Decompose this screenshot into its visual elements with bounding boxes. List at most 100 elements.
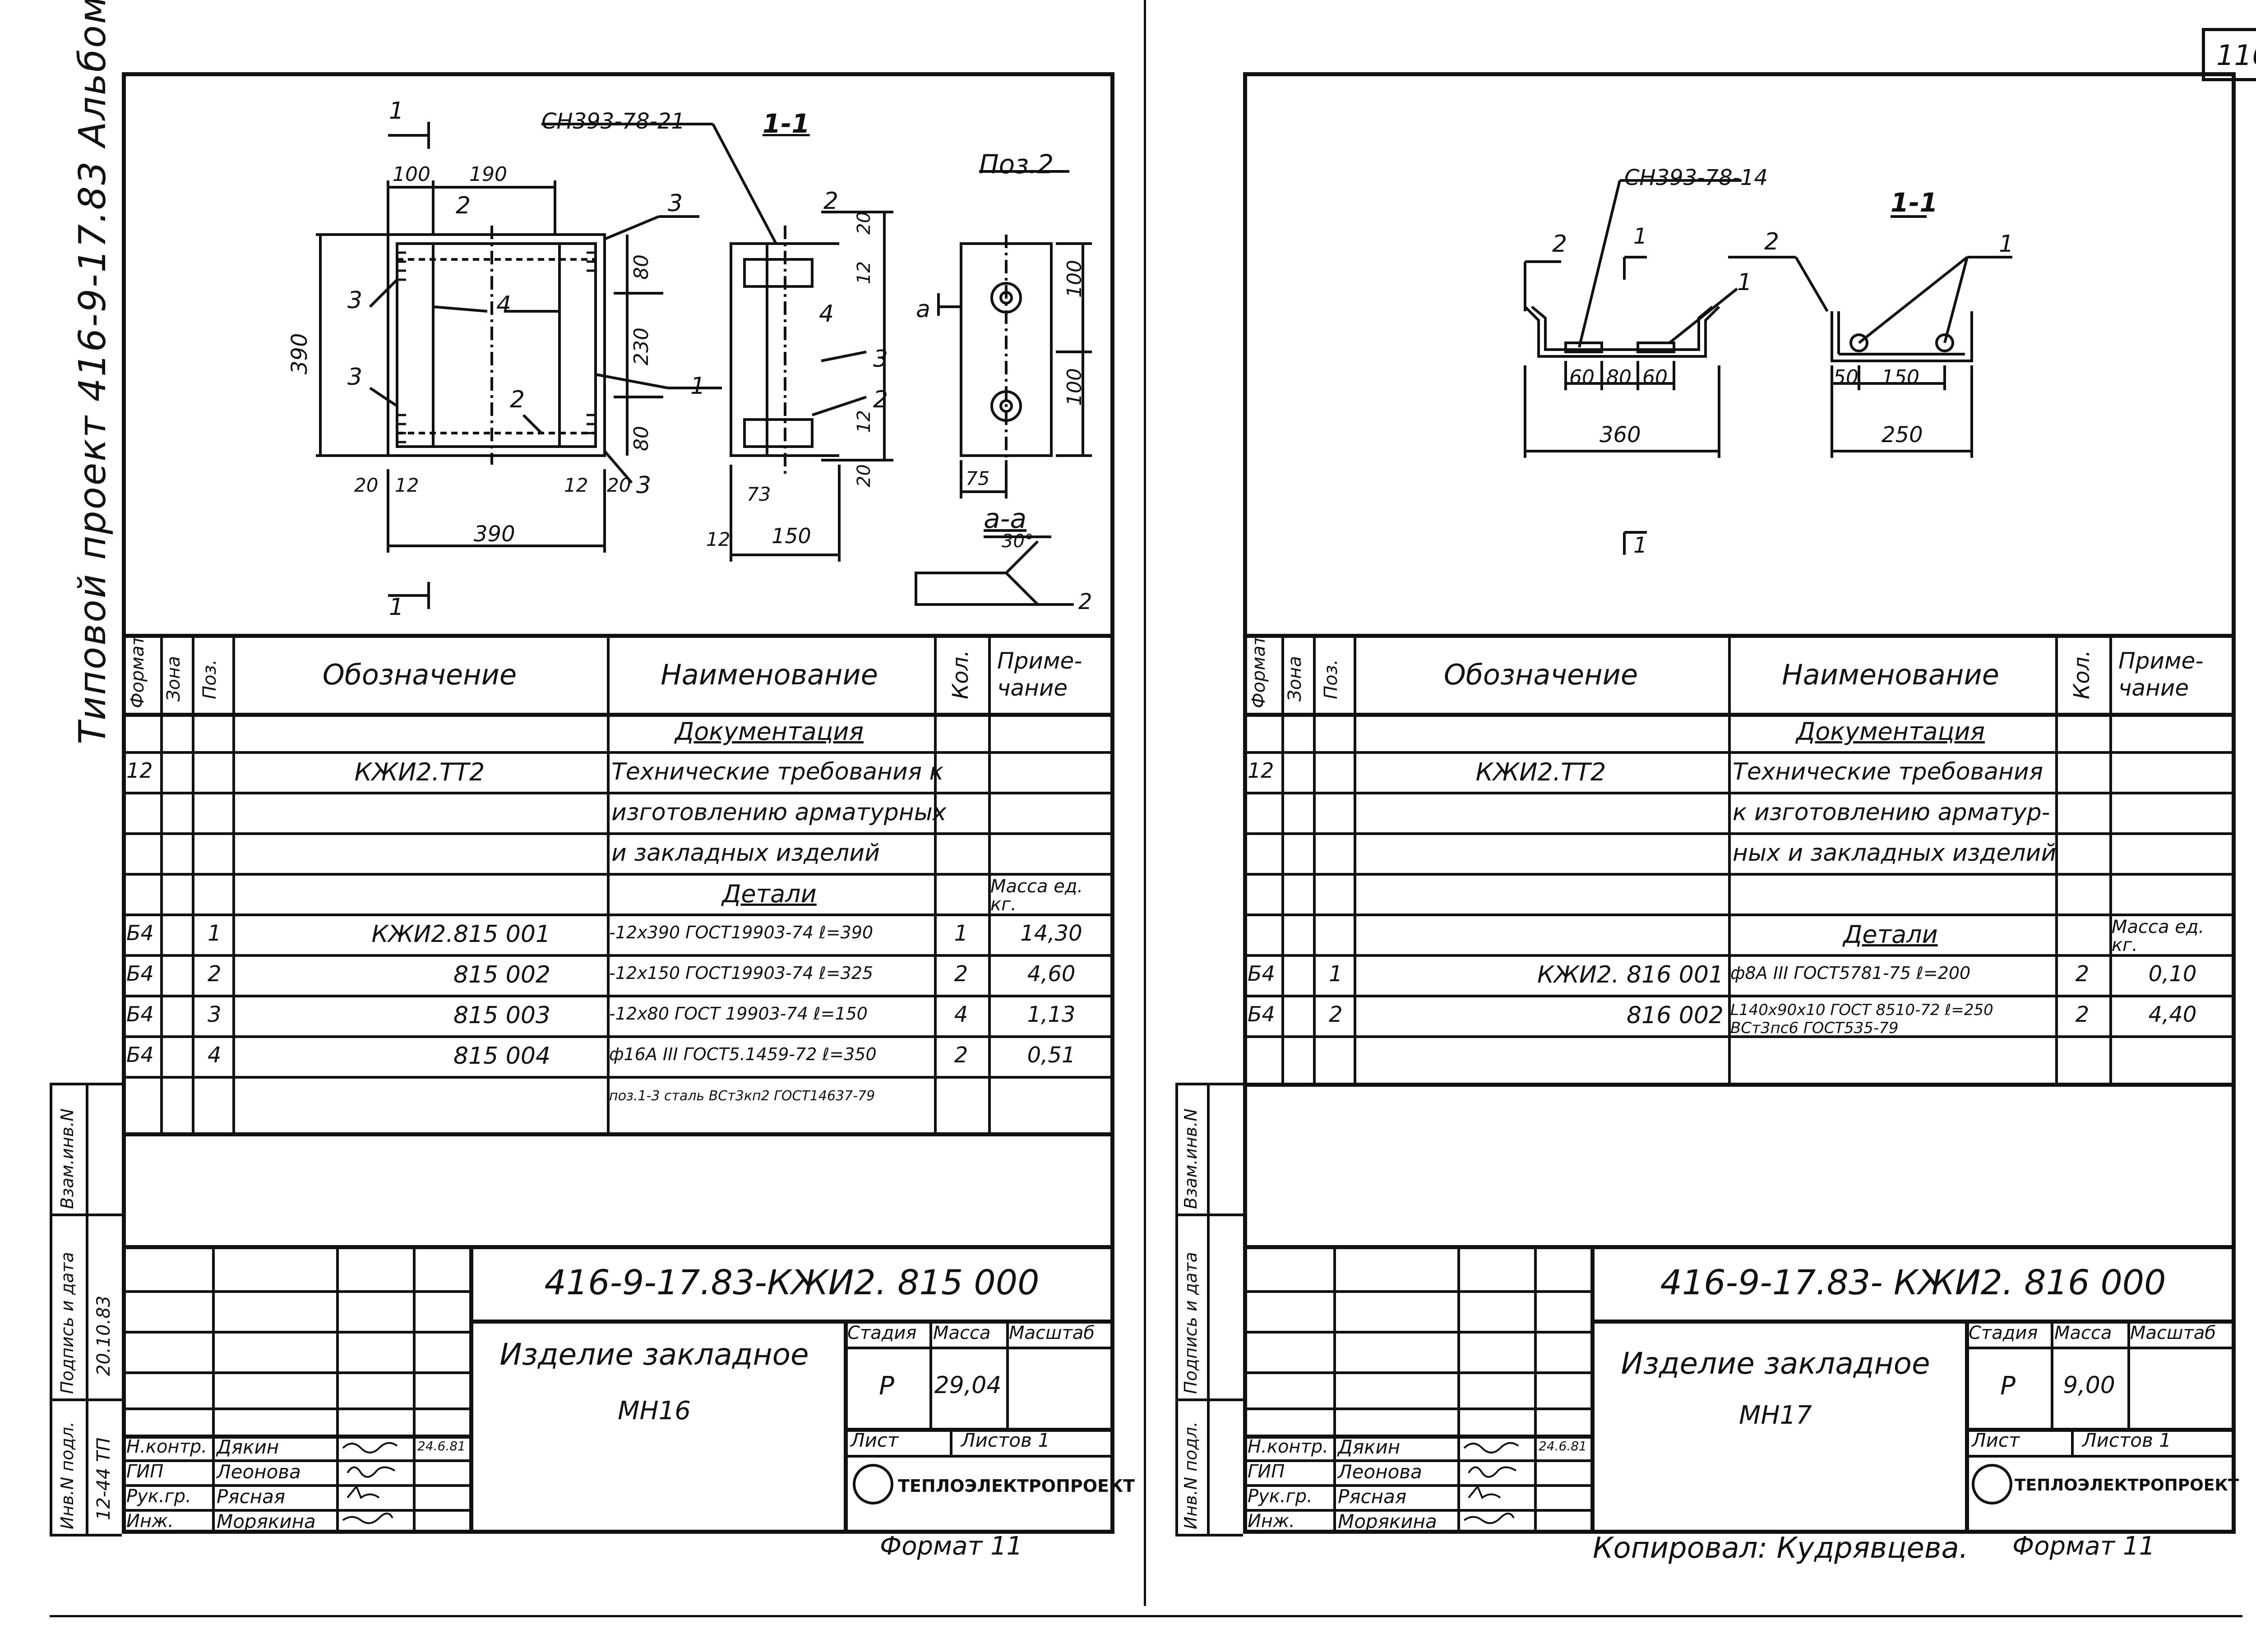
sig-line	[1457, 1245, 1460, 1534]
right-section-mark-top: 1	[1633, 224, 1647, 249]
tb-format: Формат 11	[880, 1532, 1023, 1561]
row-line	[1243, 832, 2236, 835]
callout-3-sec: 3	[873, 346, 888, 373]
tb-stage: Р	[879, 1371, 894, 1401]
role: Н.контр.	[1248, 1436, 1328, 1457]
row-line	[1243, 873, 2236, 876]
role: Рук.гр.	[126, 1486, 191, 1507]
right-standard-ref: СН393-78-14	[1624, 165, 1768, 190]
row-format: Б4	[1248, 961, 1275, 986]
sig-line	[413, 1245, 416, 1534]
r-tb-org: ТЕПЛОЭЛЕКТРОПРОЕКТ	[2015, 1476, 2239, 1495]
row-note: 4,40	[2148, 1002, 2197, 1027]
r-dim-50: 50	[1833, 366, 1858, 389]
col-line	[2055, 634, 2058, 1083]
row-qty: 2	[954, 961, 968, 987]
row-designation: 815 004	[453, 1043, 550, 1070]
row-name: -12x390 ГОСТ19903-74 ℓ=390	[609, 923, 874, 942]
row-qty: 2	[954, 1043, 968, 1068]
r-tb-line	[2051, 1320, 2053, 1428]
callout-3-bottom: 3	[636, 472, 652, 499]
hdr-zone: Зона	[163, 656, 184, 701]
row-line	[1243, 1083, 2236, 1087]
col-line	[1281, 634, 1284, 1083]
row-line	[1243, 995, 2236, 997]
tb-scale-h: Масштаб	[1009, 1323, 1095, 1343]
dim-390-v: 390	[287, 333, 312, 374]
row-line	[122, 1035, 1114, 1038]
dim-80-b: 80	[630, 426, 653, 451]
tb-mass-h: Масса	[933, 1323, 991, 1343]
right-frame	[1243, 72, 2236, 1534]
sig-line	[336, 1245, 339, 1534]
row-format: Б4	[126, 921, 154, 945]
stamp-inv-val: 12-44 ТП	[93, 1437, 114, 1520]
right-item-mark: МН17	[1739, 1401, 1812, 1430]
r-doc-format: 12	[1248, 758, 1274, 783]
dim-20-left: 20	[354, 474, 379, 496]
sig-line	[1243, 1290, 1590, 1293]
left-item-name: Изделие закладное	[499, 1337, 809, 1372]
dim-12-right: 12	[564, 474, 588, 496]
stamp-line	[50, 1083, 122, 1085]
row-designation: 815 003	[453, 1002, 550, 1029]
stamp-line	[50, 1398, 122, 1401]
sig-line	[122, 1484, 469, 1487]
r-stamp-right	[1243, 1083, 1247, 1534]
sheet-number-box	[2202, 28, 2256, 81]
role: Инж.	[126, 1511, 174, 1532]
left-table-top	[122, 634, 1114, 638]
org-logo-icon	[853, 1464, 893, 1504]
doc-name-1: Технические требования к	[611, 758, 944, 785]
r-stamp-swap: Взам.инв.N	[1181, 1108, 1201, 1209]
col-line	[934, 634, 937, 1132]
row-pos: 2	[208, 961, 222, 987]
r-tb-line	[1965, 1455, 2236, 1458]
row-format: Б4	[1248, 1002, 1275, 1026]
callout-2-sec: 2	[823, 188, 839, 215]
tb-line	[469, 1320, 1114, 1324]
dim-20-sec-top: 20	[854, 212, 874, 235]
row-qty: 2	[2075, 961, 2090, 987]
dim-20-right: 20	[607, 474, 631, 496]
dim-20-sec-bot: 20	[854, 464, 874, 487]
r-stamp-left	[1175, 1083, 1178, 1534]
sheet-divider	[1144, 0, 1146, 1606]
col-line	[607, 634, 610, 1132]
right-item-name: Изделие закладное	[1621, 1346, 1930, 1381]
sig-line	[122, 1509, 469, 1512]
bottom-rule	[50, 1615, 2242, 1617]
stamp-inv: Инв.N подл.	[57, 1421, 77, 1529]
row-name: ф8А III ГОСТ5781-75 ℓ=200	[1730, 963, 1971, 983]
row-name: L140x90x10 ГОСТ 8510-72 ℓ=250	[1730, 1001, 1993, 1019]
tb-org: ТЕПЛОЭЛЕКТРОПРОЕКТ	[898, 1476, 1135, 1496]
r-hdr-designation: Обозначение	[1443, 658, 1638, 691]
r-hdr-name: Наименование	[1782, 658, 1999, 691]
r-hdr-zone: Зона	[1285, 656, 1305, 701]
section-documentation: Документация	[675, 717, 864, 746]
row-note: 14,30	[1020, 921, 1082, 946]
col-line	[1354, 634, 1356, 1083]
row-designation: КЖИ2.815 001	[371, 921, 550, 948]
row-designation: 815 002	[453, 961, 550, 988]
mass-header: Масса ед. кг.	[990, 876, 1083, 915]
person: Леонова	[217, 1461, 301, 1483]
row-line	[1243, 751, 2236, 754]
angle-30: 30°	[1002, 531, 1034, 552]
col-line	[988, 634, 991, 1132]
sig-line	[122, 1459, 469, 1462]
r-tb-line	[1590, 1320, 2236, 1324]
row-qty: 2	[2075, 1002, 2090, 1027]
r-callout-2-mid: 2	[1764, 228, 1780, 255]
sig-line	[122, 1371, 469, 1374]
dim-100: 100	[393, 163, 430, 186]
r-tb-line	[1965, 1428, 2236, 1432]
hdr-designation: Обозначение	[322, 658, 517, 691]
r-tb-scale-h: Масштаб	[2130, 1323, 2216, 1343]
sig-line	[1243, 1484, 1590, 1487]
left-item-mark: МН16	[618, 1396, 691, 1426]
right-section-mark-bottom: 1	[1633, 533, 1647, 558]
dim-12-sec-top: 12	[854, 261, 874, 284]
dim-100-plate-a: 100	[1063, 260, 1086, 298]
hdr-note: Приме- чание	[997, 648, 1082, 701]
